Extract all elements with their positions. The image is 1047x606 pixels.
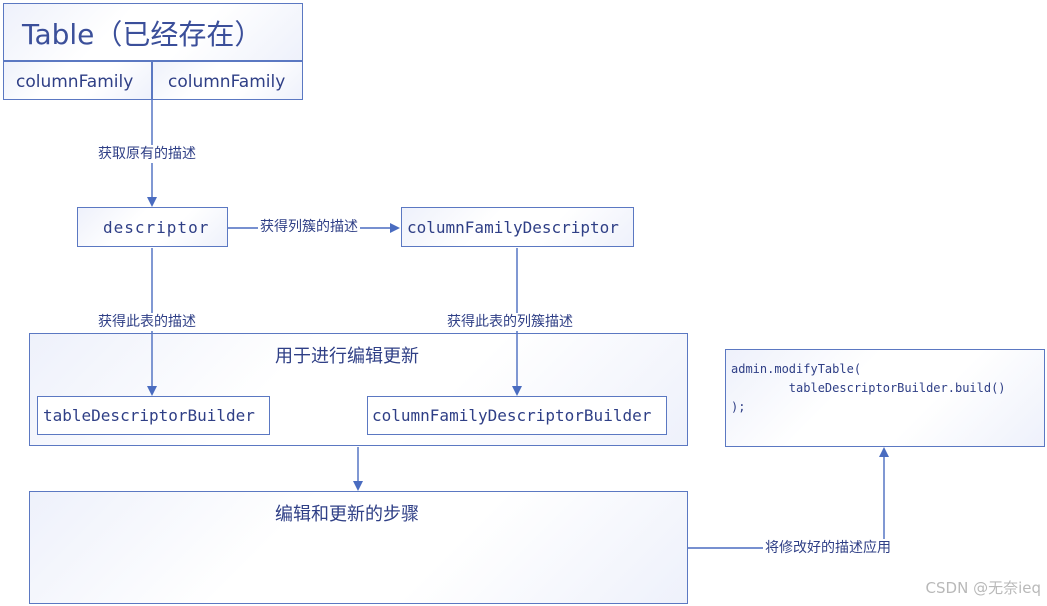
edge-label-apply-modified: 将修改好的描述应用 <box>763 539 893 557</box>
cf-descriptor-builder-box: columnFamilyDescriptorBuilder <box>367 396 667 435</box>
table-cf-right-label: columnFamily <box>168 72 286 92</box>
steps-title: 编辑和更新的步骤 <box>275 504 419 525</box>
edge-label-get-cf-desc: 获得列簇的描述 <box>258 218 360 236</box>
code-line-3: ); <box>731 400 746 414</box>
cf-descriptor-builder-label: columnFamilyDescriptorBuilder <box>372 406 652 425</box>
table-title: Table（已经存在） <box>22 18 263 51</box>
descriptor-label: descriptor <box>103 218 210 237</box>
code-line-2: tableDescriptorBuilder.build() <box>731 381 1006 395</box>
table-descriptor-builder-label: tableDescriptorBuilder <box>43 406 255 425</box>
edge-label-get-original: 获取原有的描述 <box>96 145 198 163</box>
steps-box: 编辑和更新的步骤 <box>29 491 688 604</box>
cf-descriptor-box: columnFamilyDescriptor <box>401 207 634 247</box>
edit-group-title: 用于进行编辑更新 <box>275 346 419 367</box>
table-cf-left-label: columnFamily <box>16 72 134 92</box>
table-cf-left: columnFamily <box>3 61 152 100</box>
edge-label-get-table-cf-desc: 获得此表的列簇描述 <box>445 313 575 331</box>
watermark: CSDN @无奈ieq <box>925 579 1041 597</box>
cf-descriptor-label: columnFamilyDescriptor <box>407 218 619 237</box>
code-line-1: admin.modifyTable( <box>731 362 862 376</box>
edge-label-get-table-desc: 获得此表的描述 <box>96 313 198 331</box>
table-descriptor-builder-box: tableDescriptorBuilder <box>37 396 270 435</box>
table-cf-right: columnFamily <box>152 61 303 100</box>
admin-code-box: admin.modifyTable( tableDescriptorBuilde… <box>725 349 1045 447</box>
table-box: Table（已经存在） <box>3 3 303 61</box>
descriptor-box: descriptor <box>77 207 228 247</box>
